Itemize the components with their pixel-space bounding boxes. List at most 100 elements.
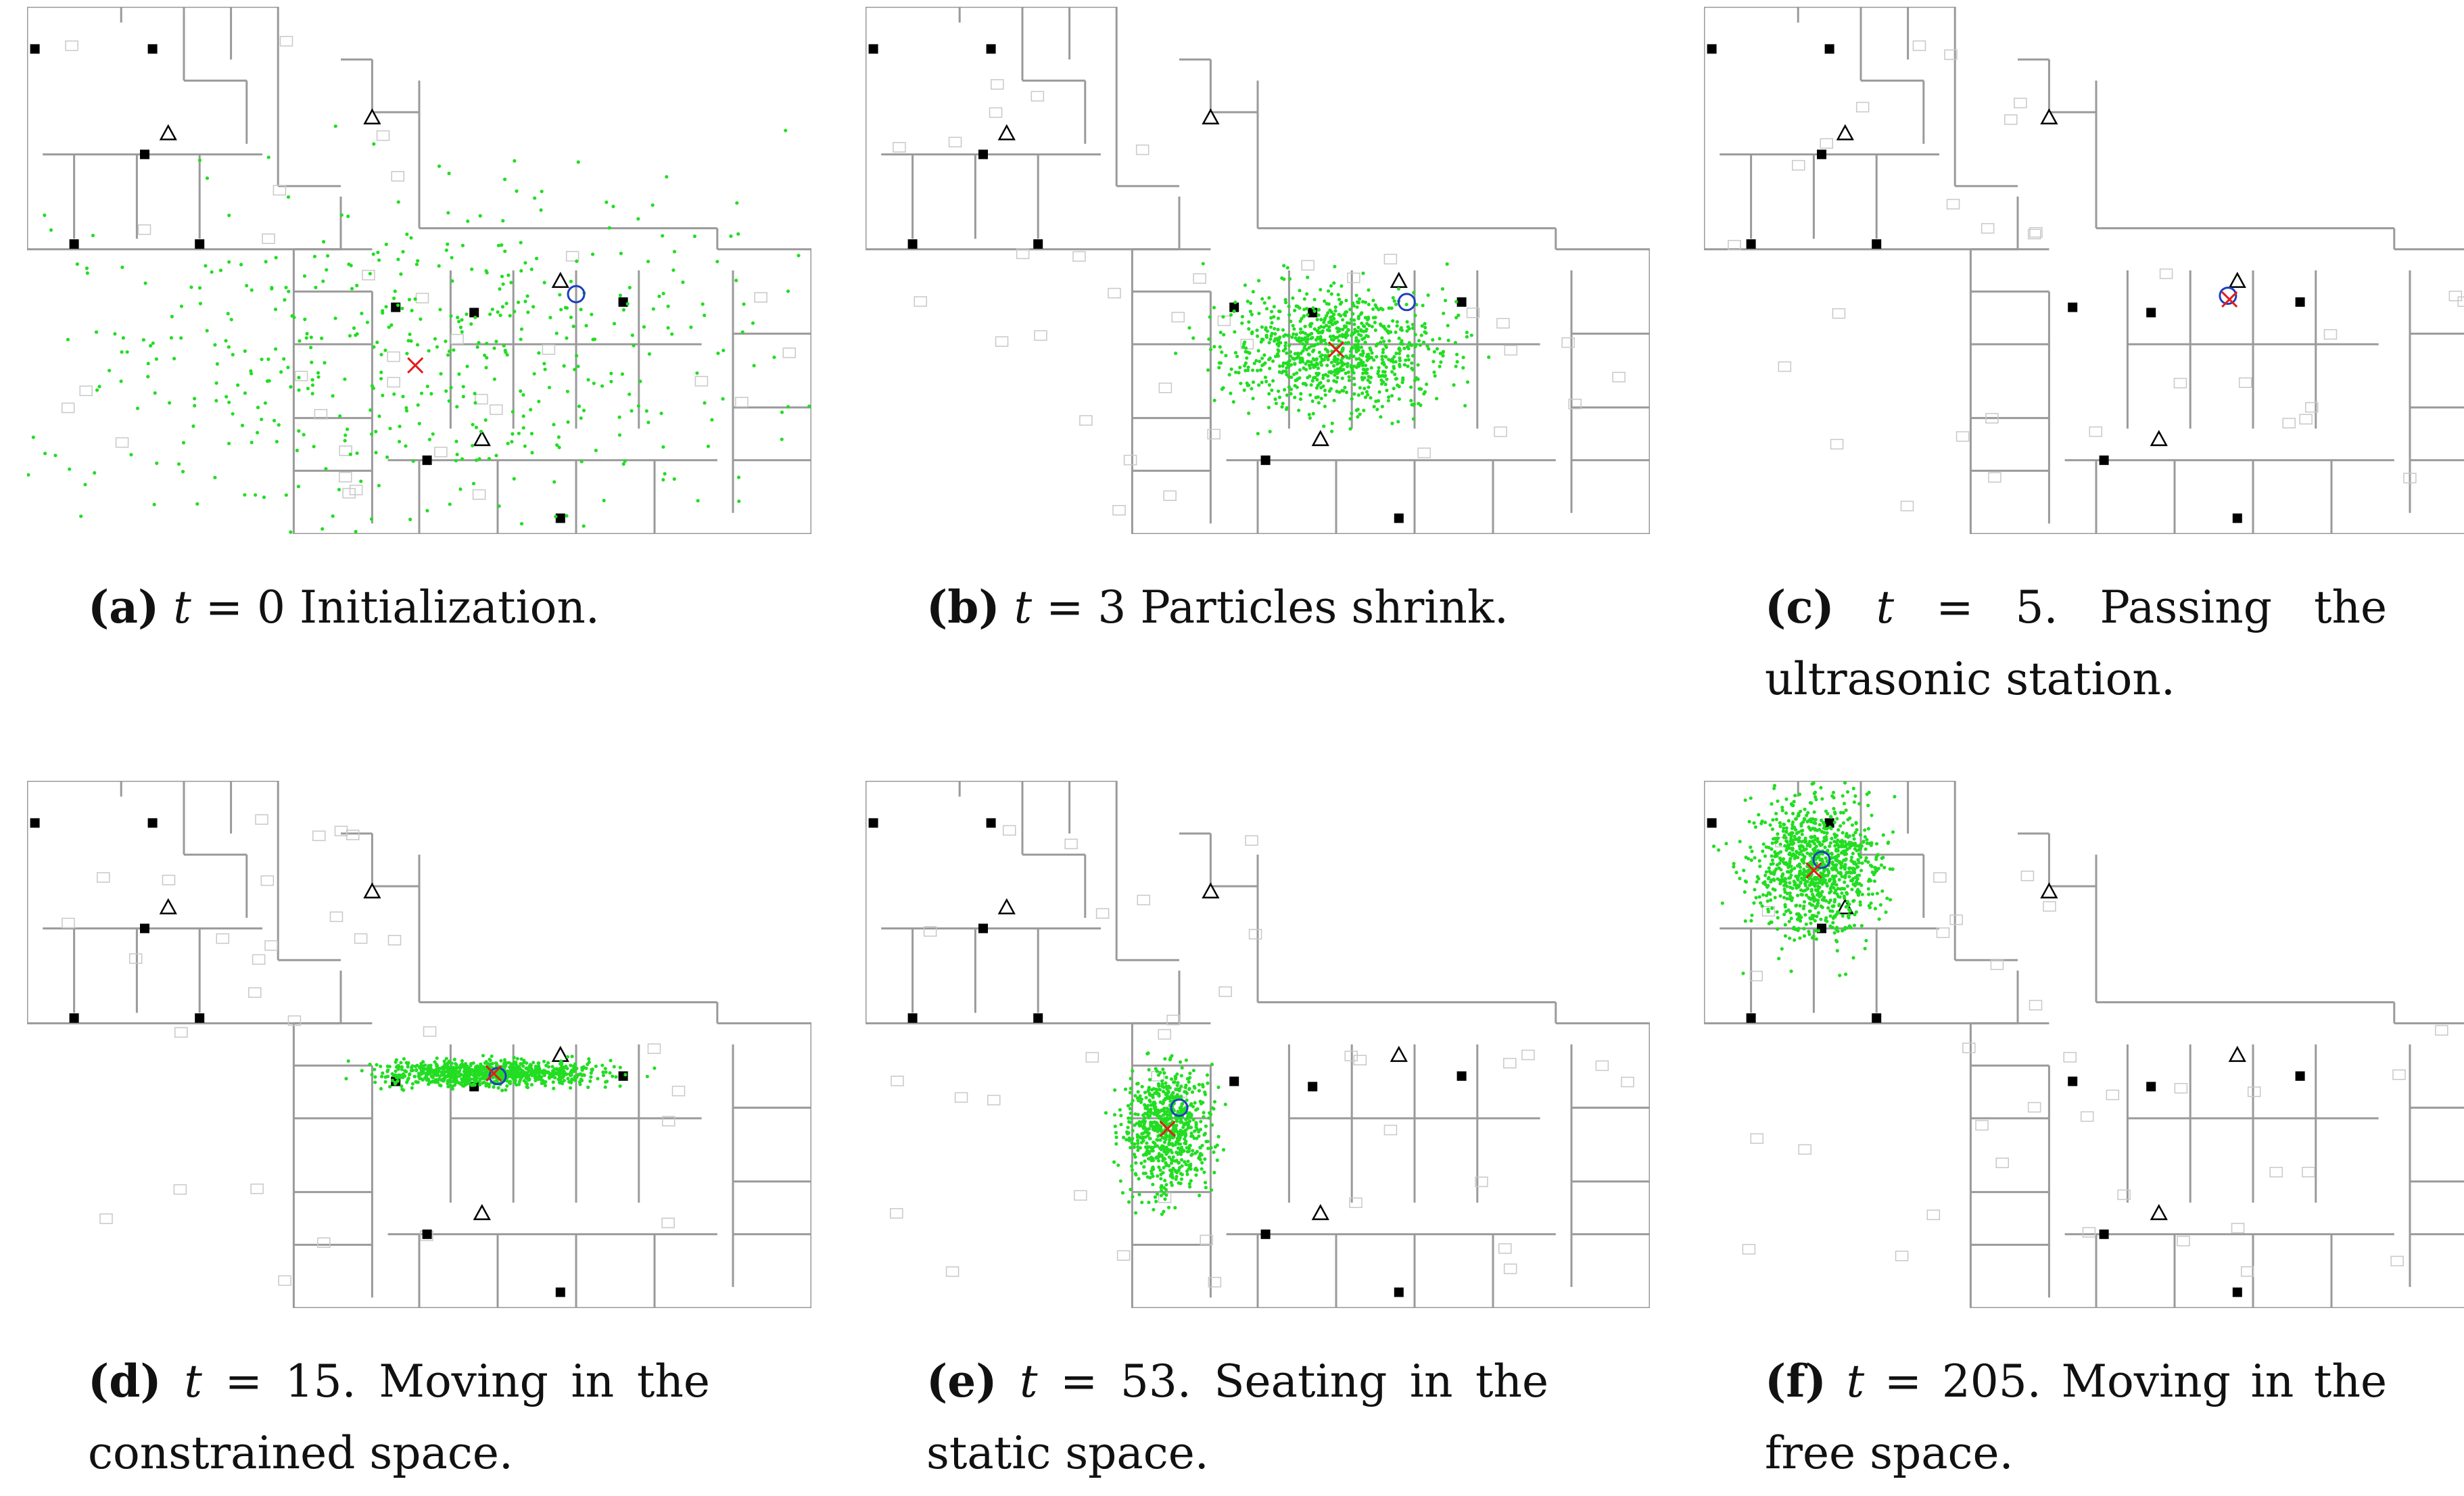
particle	[1778, 824, 1782, 828]
particle	[1150, 1149, 1154, 1153]
particle	[499, 1071, 503, 1076]
particle	[1183, 1090, 1187, 1094]
particle	[390, 1078, 395, 1082]
particle	[500, 1088, 504, 1092]
particle	[1402, 346, 1406, 350]
particle	[1873, 907, 1878, 911]
particle	[1797, 836, 1801, 840]
particle	[701, 302, 705, 306]
particle	[1302, 297, 1306, 301]
particle	[1359, 361, 1364, 365]
particle	[506, 441, 510, 445]
particle	[517, 1066, 521, 1070]
particle	[1782, 861, 1786, 865]
particle	[167, 401, 172, 405]
particle	[1816, 867, 1820, 871]
particle	[1345, 356, 1349, 360]
particle	[1162, 1209, 1166, 1213]
particle	[1766, 899, 1770, 903]
particle	[1864, 856, 1868, 860]
particle	[1348, 427, 1352, 431]
particle	[119, 379, 123, 383]
particles	[344, 1053, 657, 1092]
particle	[1426, 293, 1430, 297]
particle	[355, 451, 359, 455]
particle	[408, 517, 412, 521]
particle	[1851, 882, 1855, 886]
particle	[1815, 914, 1819, 919]
particle	[609, 371, 613, 376]
particle	[502, 1062, 506, 1066]
particle	[427, 437, 431, 441]
particle	[1778, 894, 1782, 898]
particle	[1306, 337, 1310, 341]
particle	[1381, 350, 1385, 354]
particle	[1119, 1113, 1123, 1117]
particle	[1770, 841, 1774, 845]
particle	[1129, 1146, 1133, 1150]
particle	[321, 527, 325, 531]
caption-equals: =	[1060, 1355, 1098, 1407]
particle	[539, 208, 543, 212]
particle	[1132, 1145, 1136, 1149]
particle	[1329, 292, 1333, 296]
particle	[370, 1073, 374, 1077]
particle	[1250, 330, 1254, 334]
particle	[1789, 836, 1793, 840]
particle	[1778, 821, 1782, 825]
particle	[505, 1084, 509, 1088]
particle	[347, 262, 351, 266]
particle	[1139, 1097, 1144, 1101]
particle	[310, 360, 314, 364]
particle	[1232, 309, 1236, 314]
particle	[1824, 809, 1828, 813]
particle	[1375, 408, 1379, 412]
furniture	[989, 107, 1003, 118]
particle	[1425, 344, 1429, 348]
particle	[1316, 362, 1320, 366]
particle	[1120, 1190, 1125, 1195]
particle	[1356, 414, 1360, 419]
particle	[1260, 363, 1264, 368]
particle	[1304, 307, 1309, 311]
particle	[1329, 429, 1334, 433]
particle	[1348, 416, 1352, 421]
caption-variable: t	[1876, 581, 1895, 633]
particle	[1183, 1160, 1187, 1164]
particle	[243, 391, 247, 395]
beacon-icon	[1308, 1082, 1318, 1092]
particle	[1371, 298, 1375, 302]
particle	[1325, 328, 1330, 332]
particle	[1845, 926, 1849, 930]
furniture	[1137, 894, 1151, 906]
particle	[1175, 1083, 1179, 1088]
particle	[1809, 801, 1814, 805]
particle	[120, 265, 124, 270]
particle	[454, 1076, 459, 1080]
particle	[1392, 355, 1396, 359]
particle	[1787, 832, 1791, 836]
particle	[1786, 908, 1791, 912]
particle	[368, 1062, 372, 1067]
particle	[1116, 1163, 1120, 1167]
particle	[1143, 1135, 1147, 1139]
furniture	[2231, 1222, 2245, 1234]
particle	[1851, 834, 1855, 838]
particle	[384, 242, 388, 247]
particle	[1350, 411, 1354, 416]
particle	[348, 452, 352, 456]
caption-variable: t	[1019, 1355, 1038, 1407]
particle	[1155, 1192, 1160, 1196]
particle	[568, 1086, 573, 1090]
particle	[601, 1070, 605, 1074]
particle	[528, 1069, 532, 1073]
particle	[527, 1073, 531, 1078]
particle	[614, 1075, 618, 1079]
particle	[1269, 310, 1274, 314]
particle	[1752, 821, 1756, 825]
particle	[612, 322, 617, 326]
particle	[548, 1072, 552, 1076]
particle	[1269, 334, 1273, 338]
particle	[1818, 880, 1822, 885]
particle	[1184, 1163, 1188, 1167]
